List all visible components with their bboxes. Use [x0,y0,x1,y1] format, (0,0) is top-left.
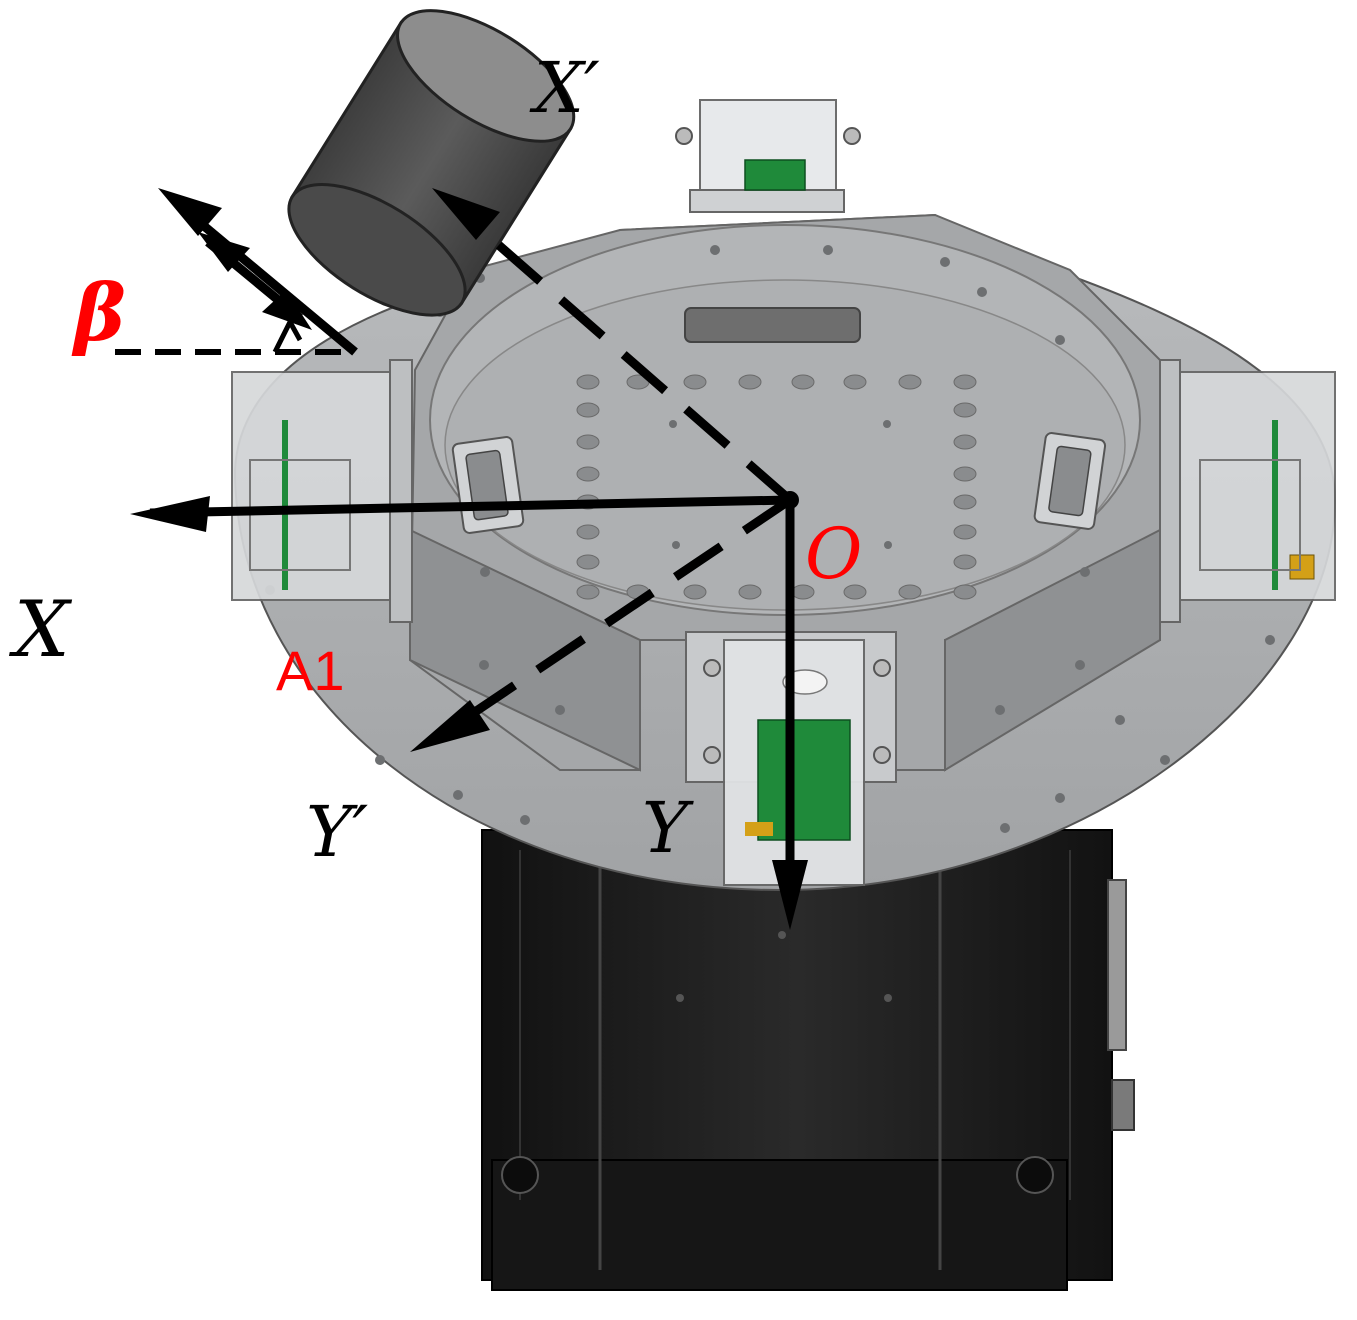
y-prime-axis-line [457,496,793,726]
origin-label: O [805,513,862,595]
motor-flange [491,1159,1068,1291]
beta-label: β [71,268,126,359]
y-prime-axis-arrowhead [410,700,490,752]
sensor-module-right [1159,359,1336,623]
x-prime-axis-arrowhead [432,188,500,240]
a1-label: A1 [276,639,345,702]
y-prime-label: Y′ [306,791,368,873]
x-axis-line [149,495,791,518]
sensor-module-left [231,359,413,623]
axes [130,188,808,930]
motor-connector [1107,879,1127,1051]
x-label: X [8,585,73,675]
camera-cylinder [287,9,576,317]
motor [481,829,1135,1291]
beta-angle-indicator [115,188,358,356]
x-prime-axis-line [467,216,793,504]
sensor-module-top [675,99,861,213]
beta-direction-arrowhead [158,188,222,236]
x-prime-label: X′ [529,47,600,129]
x-axis-arrowhead [130,496,210,532]
beta-direction-line [177,202,358,356]
y-axis-arrowhead [772,860,808,930]
y-label: Y [642,787,694,869]
origin-point [781,491,799,509]
